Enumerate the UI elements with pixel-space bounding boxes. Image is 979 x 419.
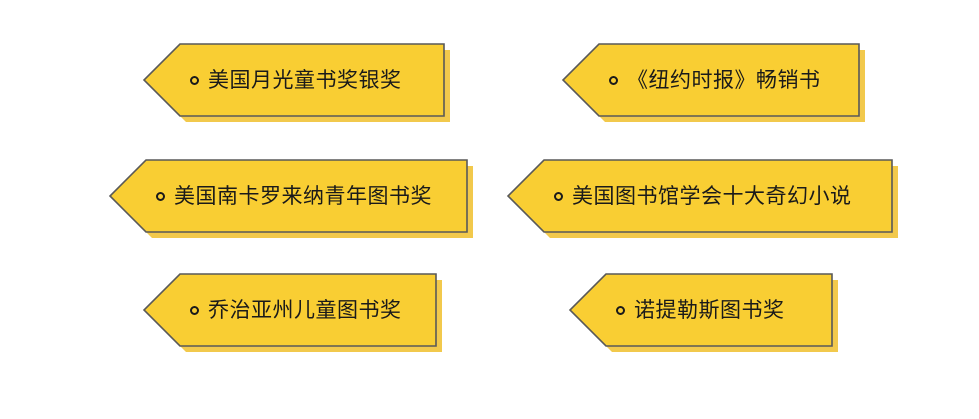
banner-label-text: 美国月光童书奖银奖 [208,68,402,92]
banner-label: 《纽约时报》畅销书 [563,44,821,116]
banner-body[interactable]: 诺提勒斯图书奖 [570,274,832,346]
chevron-banner[interactable]: 美国南卡罗来纳青年图书奖 [110,160,473,238]
chevron-banner[interactable]: 《纽约时报》畅销书 [563,44,865,122]
banner-body[interactable]: 乔治亚州儿童图书奖 [144,274,436,346]
ring-bullet-icon [554,191,563,201]
chevron-banner[interactable]: 乔治亚州儿童图书奖 [144,274,442,352]
banner-label: 美国月光童书奖银奖 [144,44,402,116]
chevron-banner[interactable]: 美国月光童书奖银奖 [144,44,450,122]
banner-body[interactable]: 《纽约时报》畅销书 [563,44,859,116]
banner-label: 诺提勒斯图书奖 [570,274,785,346]
banner-label: 美国南卡罗来纳青年图书奖 [110,160,432,232]
banner-body[interactable]: 美国月光童书奖银奖 [144,44,444,116]
ring-bullet-icon [616,305,625,315]
ring-bullet-icon [609,75,618,85]
banner-label: 乔治亚州儿童图书奖 [144,274,402,346]
banner-label: 美国图书馆学会十大奇幻小说 [508,160,852,232]
banner-label-text: 《纽约时报》畅销书 [627,68,821,92]
banner-body[interactable]: 美国南卡罗来纳青年图书奖 [110,160,467,232]
banner-label-text: 乔治亚州儿童图书奖 [208,298,402,322]
ring-bullet-icon [156,191,165,201]
chevron-banner[interactable]: 美国图书馆学会十大奇幻小说 [508,160,898,238]
banner-label-text: 诺提勒斯图书奖 [634,298,785,322]
ring-bullet-icon [190,305,199,315]
banner-label-text: 美国南卡罗来纳青年图书奖 [174,184,432,208]
chevron-banner[interactable]: 诺提勒斯图书奖 [570,274,838,352]
ring-bullet-icon [190,75,199,85]
banner-body[interactable]: 美国图书馆学会十大奇幻小说 [508,160,892,232]
banner-label-text: 美国图书馆学会十大奇幻小说 [572,184,852,208]
